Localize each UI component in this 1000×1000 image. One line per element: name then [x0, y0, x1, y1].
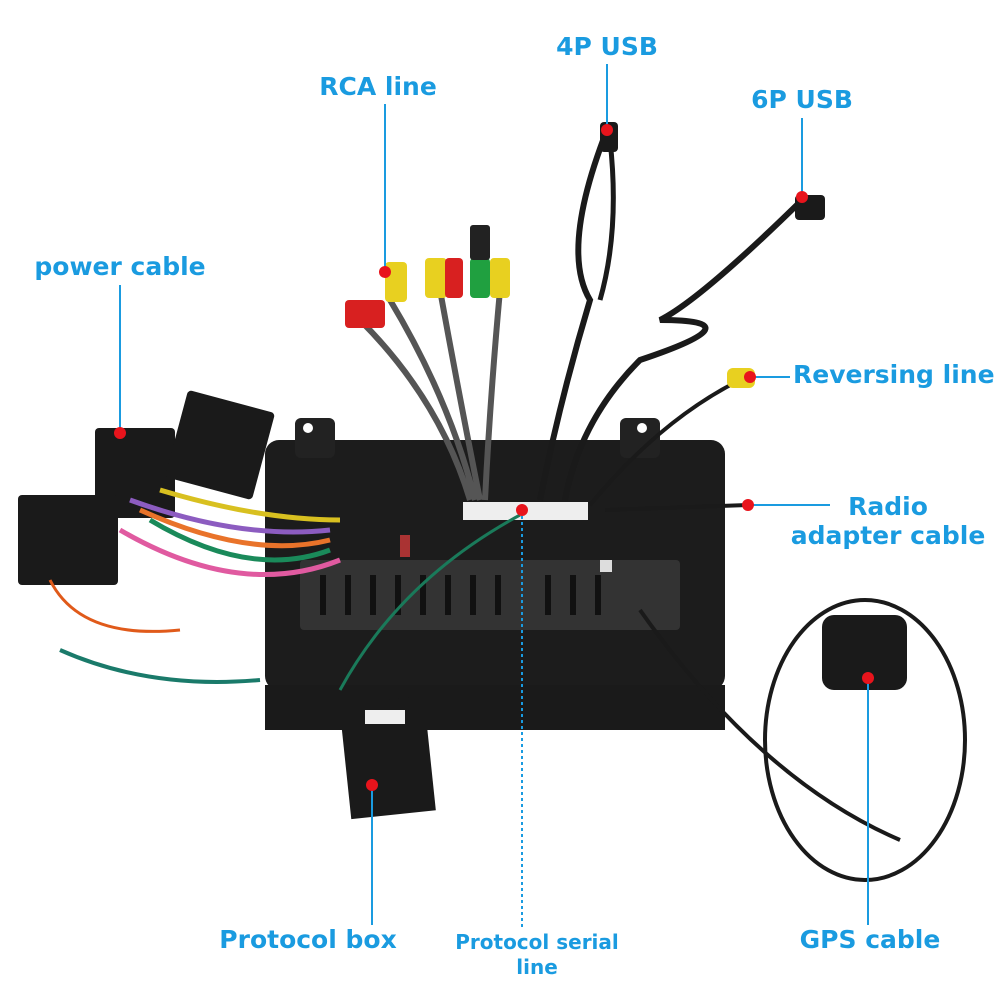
label-adapter-cable: adapter cable: [790, 521, 986, 550]
marker-dots: [114, 124, 874, 791]
protocol-box: [339, 695, 436, 820]
usb-cables: [537, 128, 805, 512]
label-rca-line: RCA line: [319, 72, 437, 101]
label-gps-cable: GPS cable: [799, 925, 941, 954]
label-reversing-line: Reversing line: [793, 360, 995, 389]
label-6p-usb: 6P USB: [751, 85, 853, 114]
label-protocol-box: Protocol box: [219, 925, 397, 954]
label-4p-usb: 4P USB: [556, 32, 658, 61]
label-radio: Radio: [848, 492, 928, 521]
rca-cables: [345, 225, 510, 501]
wire-harness: [48, 487, 521, 691]
power-connectors: [18, 390, 275, 585]
leader-lines: [119, 64, 869, 930]
label-protocol-serial-line: line: [516, 955, 558, 979]
label-power-cable: power cable: [34, 252, 206, 281]
gps-antenna: [638, 598, 967, 882]
head-unit: [265, 418, 725, 730]
label-protocol-serial: Protocol serial: [455, 930, 619, 954]
